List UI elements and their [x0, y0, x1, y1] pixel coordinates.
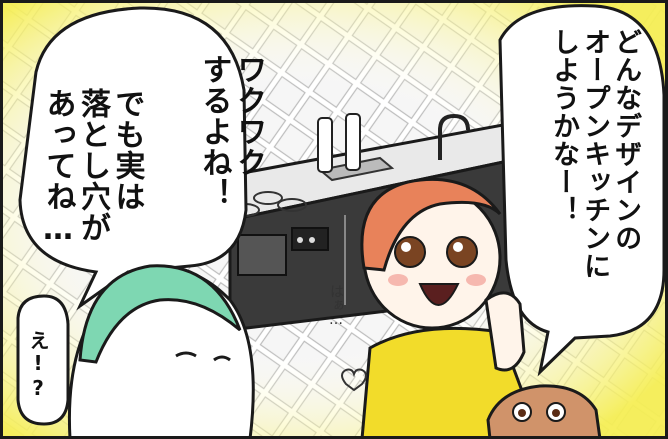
- sigh-sfx: はぁ…: [328, 284, 344, 328]
- small-speech-bubble: [16, 294, 70, 426]
- guide-speech-bubble: [18, 6, 248, 311]
- guide-speech-text-2: でも実は 落とし穴が あってね…: [40, 88, 145, 248]
- host-speech-bubble: [498, 4, 666, 377]
- heart-icon: [341, 368, 367, 392]
- small-speech-text: え!?: [26, 330, 50, 401]
- green-haired-character: [67, 264, 255, 439]
- partial-character: [486, 384, 602, 439]
- sink-and-faucet: [317, 113, 470, 182]
- guide-speech-text-1: ワクワク するよね！: [196, 54, 267, 209]
- host-speech-text: どんなデザインの オープンキッチンに しようかなー！: [548, 28, 642, 280]
